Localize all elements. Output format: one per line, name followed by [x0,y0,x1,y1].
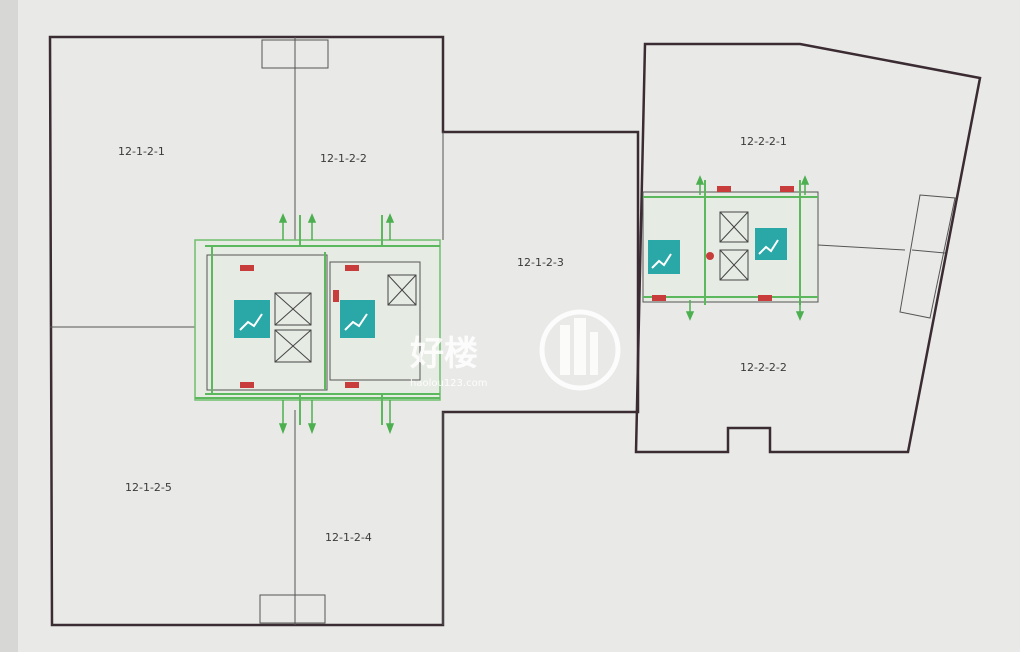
fire-markers-b2 [652,186,794,301]
fire-markers-b1 [240,265,359,388]
building-1-core [194,213,441,435]
unit-label-12-1-2-3: 12-1-2-3 [517,256,564,269]
unit-label-12-1-2-1: 12-1-2-1 [118,145,165,158]
unit-label-12-2-2-1: 12-2-2-1 [740,135,787,148]
building-2-core [642,175,819,321]
building-2-outline [634,42,982,454]
exit-arrows-b2 [685,175,810,321]
elevator-icons-b2 [719,211,749,281]
stair-icon-2 [340,300,375,338]
left-shadow [0,0,18,652]
watermark-logo-icon [539,309,621,391]
annex-structure [817,194,956,319]
unit-labels: 12-1-2-1 12-1-2-2 12-1-2-3 12-1-2-4 12-1… [118,135,787,544]
watermark-brand: 好楼 [409,334,478,374]
stair-icon-4 [755,228,787,260]
unit-label-12-2-2-2: 12-2-2-2 [740,361,787,374]
unit-label-12-1-2-5: 12-1-2-5 [125,481,172,494]
watermark: 好楼 haolou123.com [409,309,621,391]
building-1-partitions [50,37,444,625]
unit-label-12-1-2-4: 12-1-2-4 [325,531,372,544]
exit-arrows-b1 [278,213,395,435]
stair-icon-3 [648,240,680,274]
unit-label-12-1-2-2: 12-1-2-2 [320,152,367,165]
stair-icon-1 [234,300,270,338]
watermark-url: haolou123.com [410,378,487,389]
elevator-icons-b1 [274,274,417,363]
